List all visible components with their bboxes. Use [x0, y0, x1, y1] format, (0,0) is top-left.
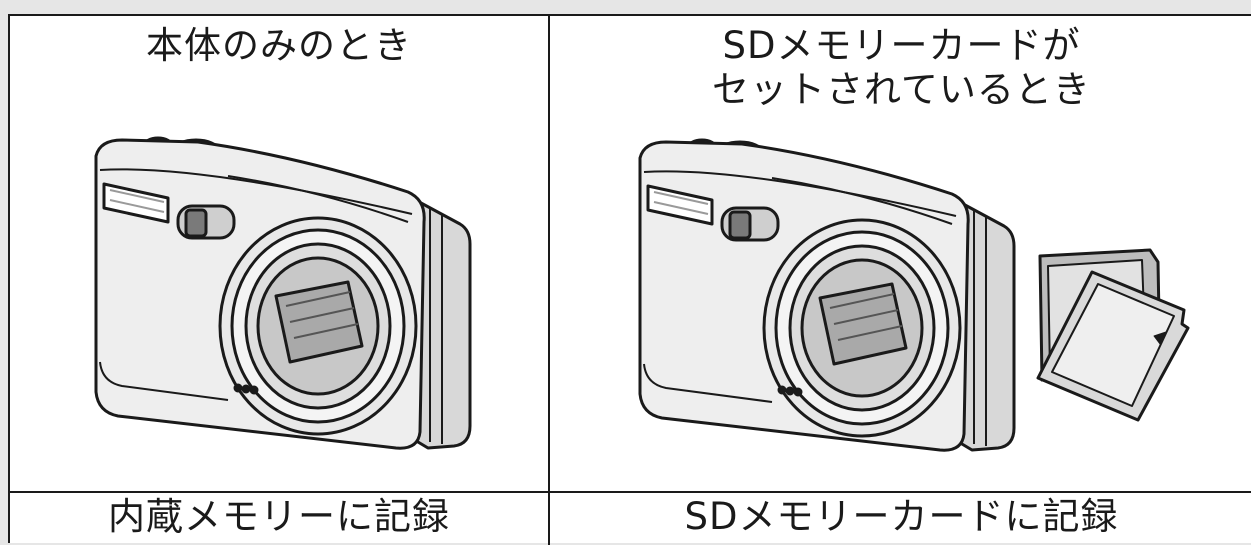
- header-body-only: 本体のみのとき: [146, 24, 412, 67]
- sd-card-icon: [1036, 248, 1190, 422]
- header-sd-card-inserted: SDメモリーカードが セットされているとき: [712, 24, 1091, 111]
- camera-drawing: [638, 138, 1016, 452]
- camera-drawing: [94, 136, 472, 450]
- column-divider: [548, 16, 550, 545]
- camera-icon: [638, 138, 1016, 452]
- comparison-table: 本体のみのとき SDメモリーカードが セットされているとき 内蔵メモリーに記録 …: [8, 14, 1251, 545]
- camera-icon: [94, 136, 472, 450]
- result-internal-memory: 内蔵メモリーに記録: [108, 495, 450, 538]
- row-divider: [10, 491, 1251, 493]
- result-sd-card: SDメモリーカードに記録: [684, 495, 1119, 538]
